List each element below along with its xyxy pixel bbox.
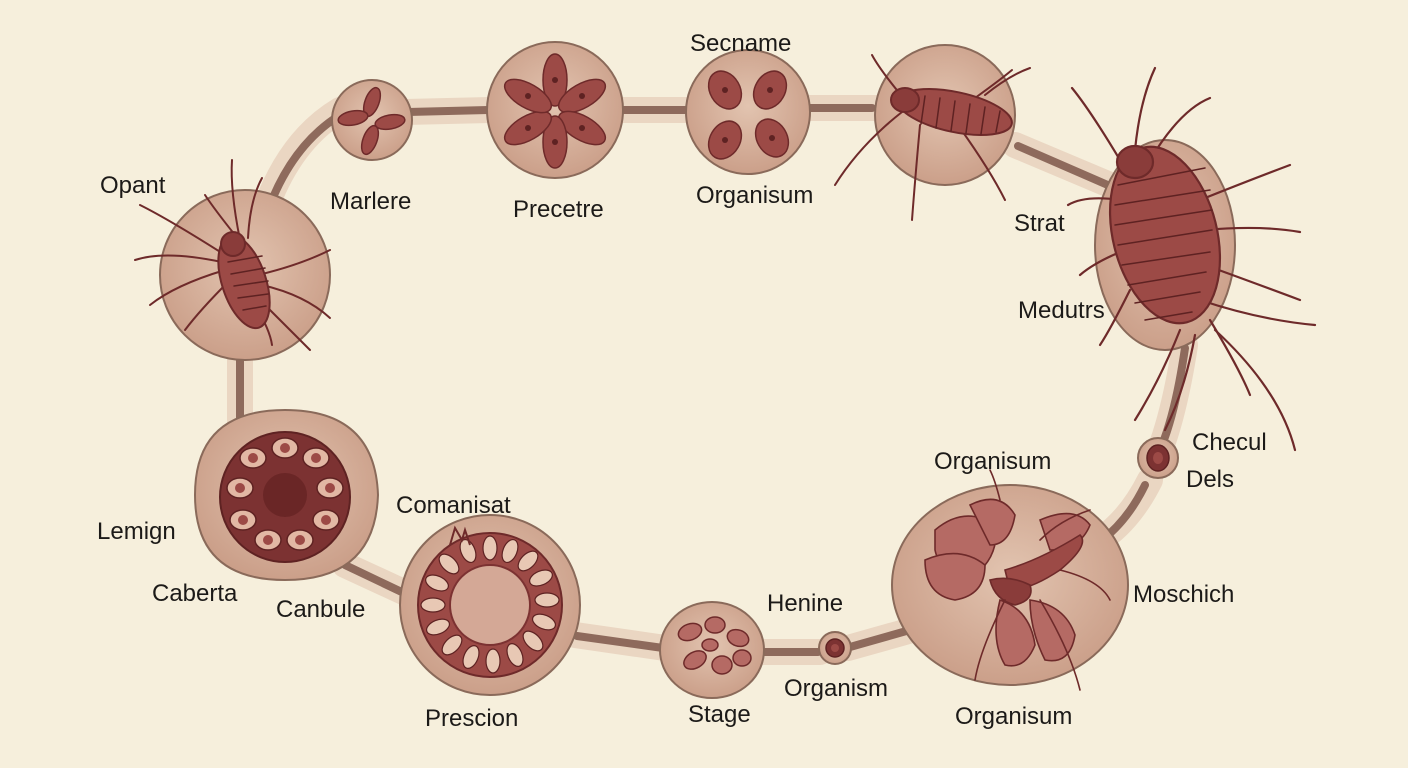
label-comanisat: Comanisat (396, 492, 511, 519)
label-henine: Henine (767, 590, 844, 617)
label-organisum-right: Organisum (934, 448, 1052, 475)
connector-stalk (341, 561, 412, 599)
small-egg-cell-icon (1146, 444, 1170, 472)
label-lemign: Lemign (97, 518, 176, 545)
label-dels: Dels (1186, 466, 1235, 493)
ring-colony-icon (417, 525, 563, 678)
stage-organisum-cell (685, 49, 811, 175)
label-checul: Checul (1192, 429, 1267, 456)
stage-seed-cluster (659, 601, 765, 699)
seed-cluster-icon (677, 616, 752, 675)
label-marlere: Marlere (330, 188, 412, 215)
label-canbule: Canbule (276, 596, 366, 623)
label-stage: Stage (688, 701, 751, 728)
label-strat: Strat (1014, 210, 1065, 237)
connector-stalk (1158, 344, 1189, 449)
label-caberta: Caberta (152, 580, 238, 607)
label-moschich: Moschich (1133, 581, 1235, 608)
larva-icon (834, 54, 1031, 221)
label-opant: Opant (100, 172, 166, 199)
stage-larva (834, 44, 1031, 221)
label-organism: Organism (784, 675, 889, 702)
label-prescion: Prescion (425, 705, 519, 732)
connectors (227, 95, 1198, 665)
label-organisum-bottom: Organisum (955, 703, 1073, 730)
label-secname: Secname (690, 30, 792, 57)
connector-stalk (1014, 142, 1114, 190)
four-petal-cell-icon (337, 86, 406, 156)
stage-opant (134, 159, 331, 361)
tiny-cyst-icon (825, 638, 845, 658)
mite-organism-icon (134, 159, 331, 351)
connector-stalk (573, 632, 667, 652)
stage-precetre (486, 41, 624, 179)
stage-prescion (399, 514, 581, 696)
label-precetre: Precetre (513, 196, 604, 223)
stage-organism-cyst (818, 631, 852, 665)
label-organisum-top: Organisum (696, 182, 814, 209)
stage-lemign (193, 408, 380, 582)
stage-adult (1066, 66, 1317, 452)
connector-stalk (404, 106, 492, 116)
round-colony-icon (219, 431, 351, 563)
winged-stage-icon (924, 469, 1111, 691)
stage-checul-egg (1137, 437, 1179, 479)
label-medutrs: Medutrs (1018, 297, 1105, 324)
adult-isopod-icon (1066, 66, 1317, 452)
connector-stalk (846, 626, 914, 651)
stage-moschich (891, 469, 1129, 691)
stage-marlere (331, 79, 413, 161)
